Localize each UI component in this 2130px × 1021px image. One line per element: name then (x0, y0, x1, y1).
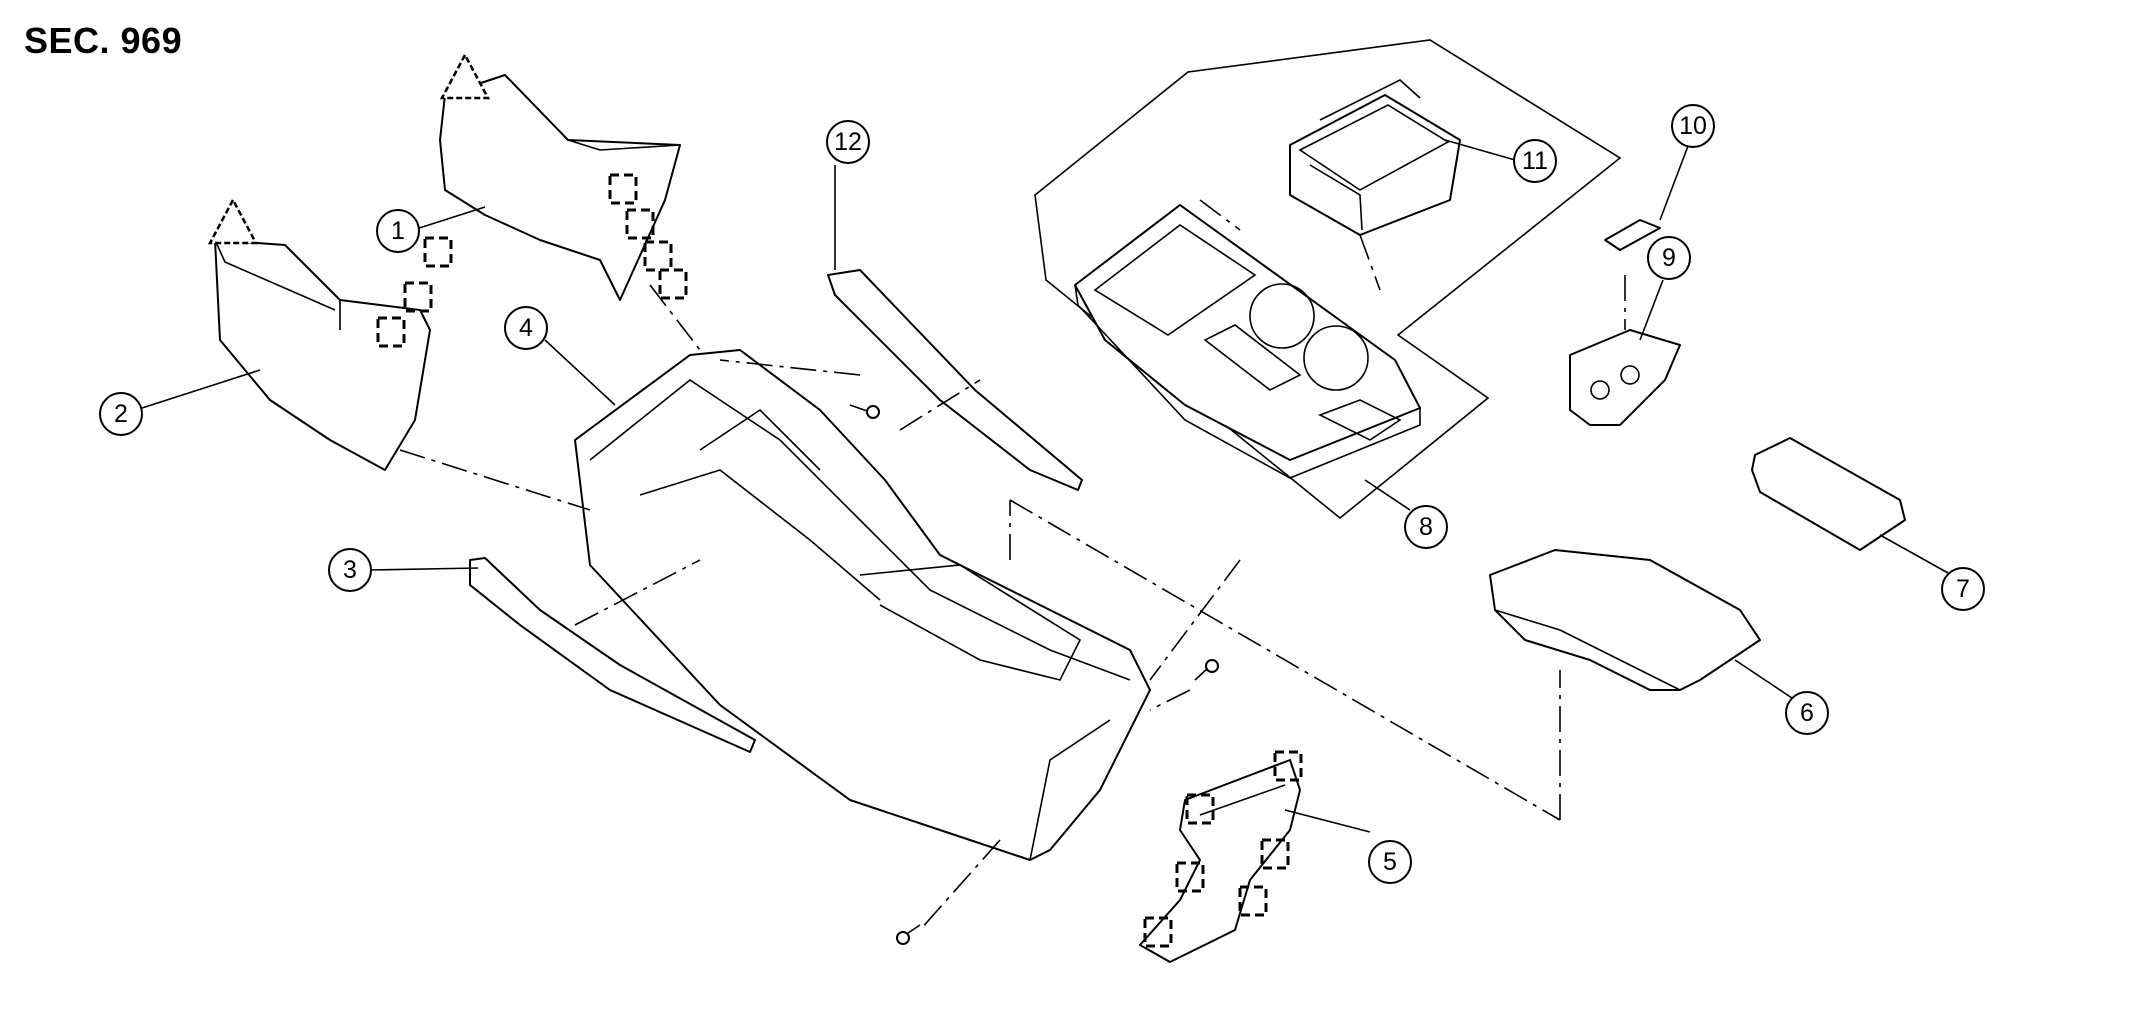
callout-7: 7 (1941, 567, 1985, 611)
callout-label: 12 (834, 128, 862, 156)
callout-label: 6 (1800, 699, 1814, 727)
callout-label: 4 (519, 314, 533, 342)
callout-2: 2 (99, 392, 143, 436)
part-3-lower-trim (469, 557, 756, 753)
callout-4: 4 (504, 306, 548, 350)
warning-triangle-icon (439, 52, 491, 100)
part-7-armrest-pad (1751, 437, 1906, 551)
part-10-mat (1604, 219, 1661, 251)
callout-11: 11 (1513, 139, 1557, 183)
callout-6: 6 (1785, 691, 1829, 735)
part-2-side-finisher (214, 239, 431, 471)
assembly-lines (399, 199, 1626, 931)
callout-10: 10 (1671, 104, 1715, 148)
part-8-upper-panel (1034, 39, 1622, 520)
callout-label: 3 (343, 556, 357, 584)
callout-label: 9 (1662, 244, 1676, 272)
callout-label: 7 (1956, 575, 1970, 603)
part-5-rear-finisher (1139, 759, 1301, 963)
callout-label: 10 (1679, 112, 1707, 140)
callout-label: 2 (114, 400, 128, 428)
part-11-storage-box (1289, 79, 1461, 236)
callout-label: 11 (1522, 147, 1548, 175)
warning-triangle-icon (207, 197, 259, 245)
callout-8: 8 (1404, 505, 1448, 549)
part-12-trim-strip (827, 269, 1083, 491)
section-title: SEC. 969 (24, 20, 183, 61)
callout-9: 9 (1647, 236, 1691, 280)
callout-1: 1 (376, 209, 420, 253)
callout-5: 5 (1368, 840, 1412, 884)
part-9-cup-holder (1569, 329, 1681, 426)
callout-3: 3 (328, 548, 372, 592)
screw-icon (849, 404, 1219, 945)
callout-12: 12 (826, 120, 870, 164)
callout-label: 1 (391, 217, 405, 245)
part-1-side-finisher (439, 74, 681, 301)
part-4-console-body (574, 349, 1151, 861)
part-6-armrest (1489, 549, 1761, 691)
callout-label: 5 (1383, 848, 1397, 876)
leader-lines (141, 139, 1949, 833)
callout-label: 8 (1419, 513, 1433, 541)
